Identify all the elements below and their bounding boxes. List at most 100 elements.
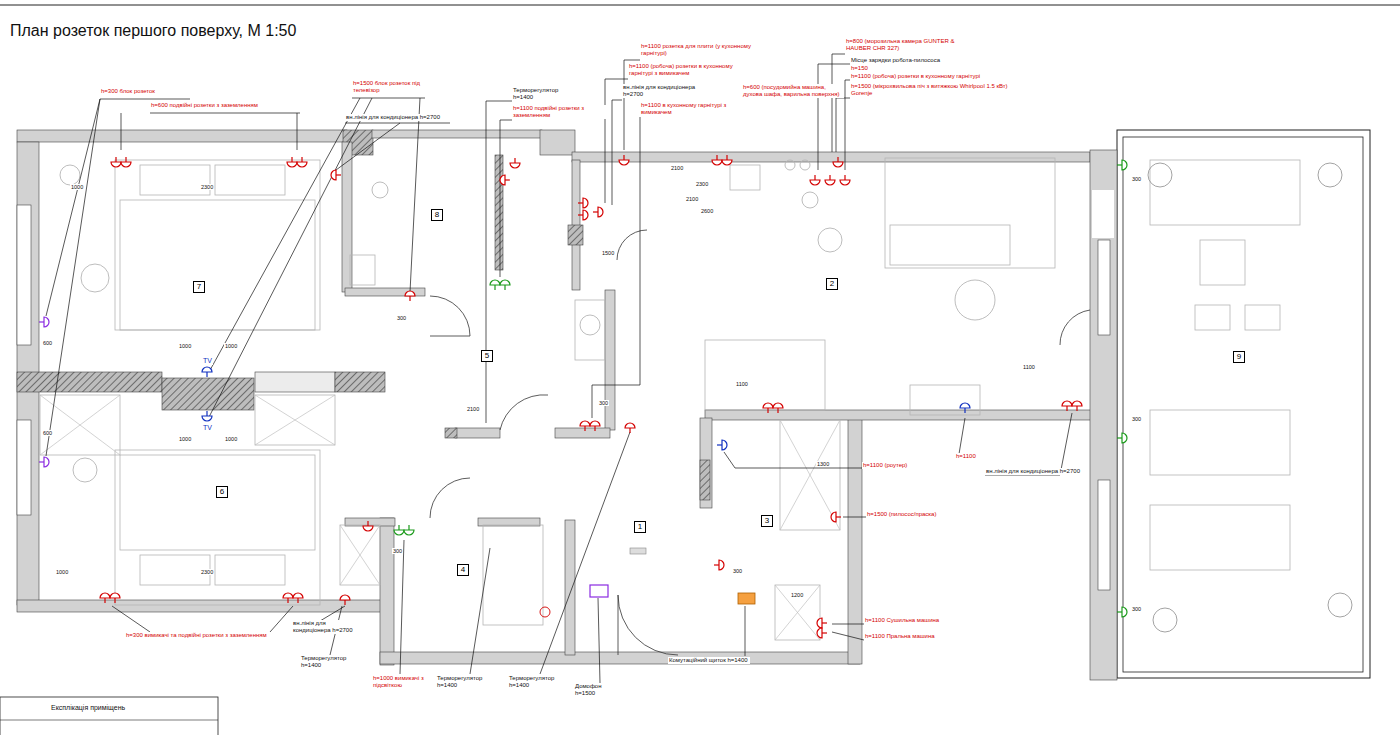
socket-symbol bbox=[817, 628, 827, 638]
room-number-text: 5 bbox=[485, 352, 489, 361]
door-swing bbox=[430, 296, 470, 336]
sockets bbox=[39, 155, 1127, 638]
height-callout: h=1500 блок розеток під телевізор bbox=[352, 80, 429, 94]
room-number-text: 6 bbox=[220, 488, 224, 497]
furniture-outline bbox=[120, 200, 315, 330]
socket-symbol bbox=[500, 280, 510, 290]
leader-line bbox=[336, 123, 400, 170]
note: Комутаційний щиток h=1400 bbox=[668, 657, 750, 664]
sheet-border bbox=[0, 5, 1400, 6]
dimension: 1000 bbox=[224, 436, 238, 442]
dimension: 2100 bbox=[685, 196, 699, 202]
fixture bbox=[818, 228, 842, 252]
furniture-outline bbox=[340, 525, 380, 585]
socket-symbol bbox=[39, 457, 49, 467]
socket-symbol bbox=[817, 618, 827, 628]
height-callout: h=1100 Сушильна машина bbox=[864, 617, 940, 624]
wall bbox=[380, 652, 860, 664]
furniture-outline bbox=[705, 340, 825, 410]
dimension: 1100 bbox=[735, 381, 749, 387]
height-callout: h=300 вимикачі та подвійні розетки з заз… bbox=[125, 632, 287, 639]
note: Терморегулятор h=1400 bbox=[512, 87, 574, 101]
leader-line bbox=[112, 606, 150, 632]
fixture bbox=[81, 264, 109, 292]
socket-symbol bbox=[590, 421, 600, 431]
leader-line bbox=[745, 606, 746, 656]
room-number-text: 7 bbox=[197, 283, 201, 292]
wall bbox=[1092, 190, 1114, 238]
fixture bbox=[1318, 163, 1342, 187]
socket-symbol bbox=[1117, 160, 1127, 170]
fixtures bbox=[60, 160, 1352, 632]
room-number-text: 9 bbox=[1237, 353, 1241, 362]
room-number: 1 bbox=[634, 521, 646, 534]
note: Терморегулятор h=1400 bbox=[300, 655, 357, 669]
furniture-outline bbox=[910, 385, 980, 415]
wall bbox=[455, 428, 500, 438]
note: Домофон h=1500 bbox=[574, 683, 621, 697]
walls bbox=[17, 130, 1117, 680]
door-swing bbox=[430, 478, 470, 518]
socket-symbol bbox=[833, 157, 843, 167]
socket-symbol bbox=[510, 158, 520, 168]
room-number: 2 bbox=[826, 278, 838, 291]
tv-mark: TV bbox=[202, 424, 213, 432]
furniture-outline bbox=[1150, 410, 1290, 475]
socket-symbol bbox=[773, 403, 783, 413]
socket-symbol bbox=[810, 175, 820, 185]
dimension: 1200 bbox=[790, 592, 804, 598]
leader-line bbox=[209, 98, 372, 417]
socket-symbol bbox=[202, 411, 212, 421]
socket-symbol bbox=[1062, 401, 1072, 411]
socket-symbol bbox=[960, 403, 970, 413]
socket-symbol bbox=[625, 423, 635, 433]
wall bbox=[495, 155, 503, 270]
socket-symbol bbox=[404, 525, 414, 535]
room-number-text: 3 bbox=[765, 517, 769, 526]
fixture bbox=[955, 280, 995, 320]
leader-line bbox=[150, 113, 300, 114]
height-callout: h=1000 вимикачі з підсвіткою bbox=[372, 675, 432, 689]
terrace-outline bbox=[1123, 137, 1363, 672]
furniture-outline bbox=[1195, 305, 1230, 330]
furniture-outline bbox=[40, 395, 120, 455]
leader-line bbox=[270, 606, 293, 632]
dimension: 300 bbox=[396, 315, 407, 321]
socket-symbol bbox=[293, 593, 303, 603]
dimension: 1000 bbox=[178, 343, 192, 349]
leader-lines bbox=[46, 54, 1072, 683]
wall bbox=[540, 130, 575, 155]
dimension: 2300 bbox=[200, 184, 214, 190]
height-callout: h=1100 в кухонному гарнітурі з вимикачем bbox=[640, 102, 732, 116]
leader-line bbox=[598, 598, 600, 683]
socket-symbol bbox=[202, 367, 212, 377]
furniture-outline bbox=[115, 450, 320, 605]
wall bbox=[445, 428, 457, 438]
wall bbox=[17, 130, 347, 142]
fixture bbox=[540, 607, 550, 617]
note: Терморегулятор h=1400 bbox=[436, 675, 493, 689]
wall bbox=[555, 428, 610, 438]
socket-symbol bbox=[580, 421, 590, 431]
socket-symbol bbox=[363, 521, 373, 531]
leader-line bbox=[345, 123, 450, 124]
height-callout: h=1100 Пральна машина bbox=[864, 633, 936, 640]
room-number: 6 bbox=[216, 486, 228, 499]
socket-symbol bbox=[394, 525, 404, 535]
dimension: 2100 bbox=[466, 406, 480, 412]
furniture-outline bbox=[120, 455, 315, 550]
electrical-panel bbox=[738, 593, 755, 604]
leader-line bbox=[843, 517, 866, 518]
furniture-outline bbox=[1150, 160, 1300, 225]
note: вн.лінія для кондиціонера h=2700 bbox=[985, 468, 1081, 475]
wall bbox=[255, 372, 335, 392]
leader-line bbox=[121, 113, 122, 150]
dimension: 1000 bbox=[224, 343, 238, 349]
height-callout: h=600 подвійні розетки з заземленням bbox=[150, 102, 259, 109]
socket-symbol bbox=[712, 155, 722, 165]
leader-line bbox=[832, 632, 864, 640]
furniture-outline bbox=[255, 395, 335, 445]
dimension: 1100 bbox=[1022, 364, 1036, 370]
leader-line bbox=[209, 98, 360, 372]
